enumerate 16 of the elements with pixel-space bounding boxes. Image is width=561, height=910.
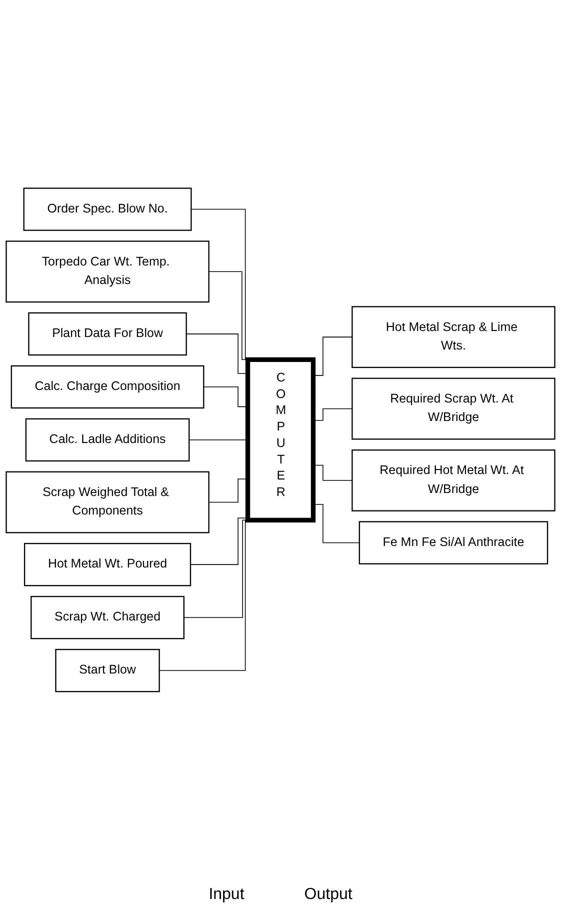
node-box: Start Blow [55,649,160,692]
node-box: Plant Data For Blow [28,312,187,356]
node-box: Scrap Weighed Total & Components [6,471,210,534]
node-box: Calc. Charge Composition [10,365,204,409]
node-box: Required Scrap Wt. At W/Bridge [352,378,556,440]
node-box: Hot Metal Scrap & Lime Wts. [352,306,556,368]
node-box: Scrap Wt. Charged [30,596,184,640]
node-box: Torpedo Car Wt. Temp. Analysis [6,240,210,303]
node-box: COMPUTER [245,357,316,523]
bus-label: Output [304,886,352,904]
node-box: Fe Mn Fe Si/Al Anthracite [358,521,548,564]
node-box: Hot Metal Wt. Poured [24,543,192,586]
bus-label: Input [208,886,244,904]
node-box: Order Spec. Blow No. [23,188,192,231]
node-box: Required Hot Metal Wt. At W/Bridge [352,450,556,512]
node-box: Calc. Ladle Additions [25,418,190,462]
